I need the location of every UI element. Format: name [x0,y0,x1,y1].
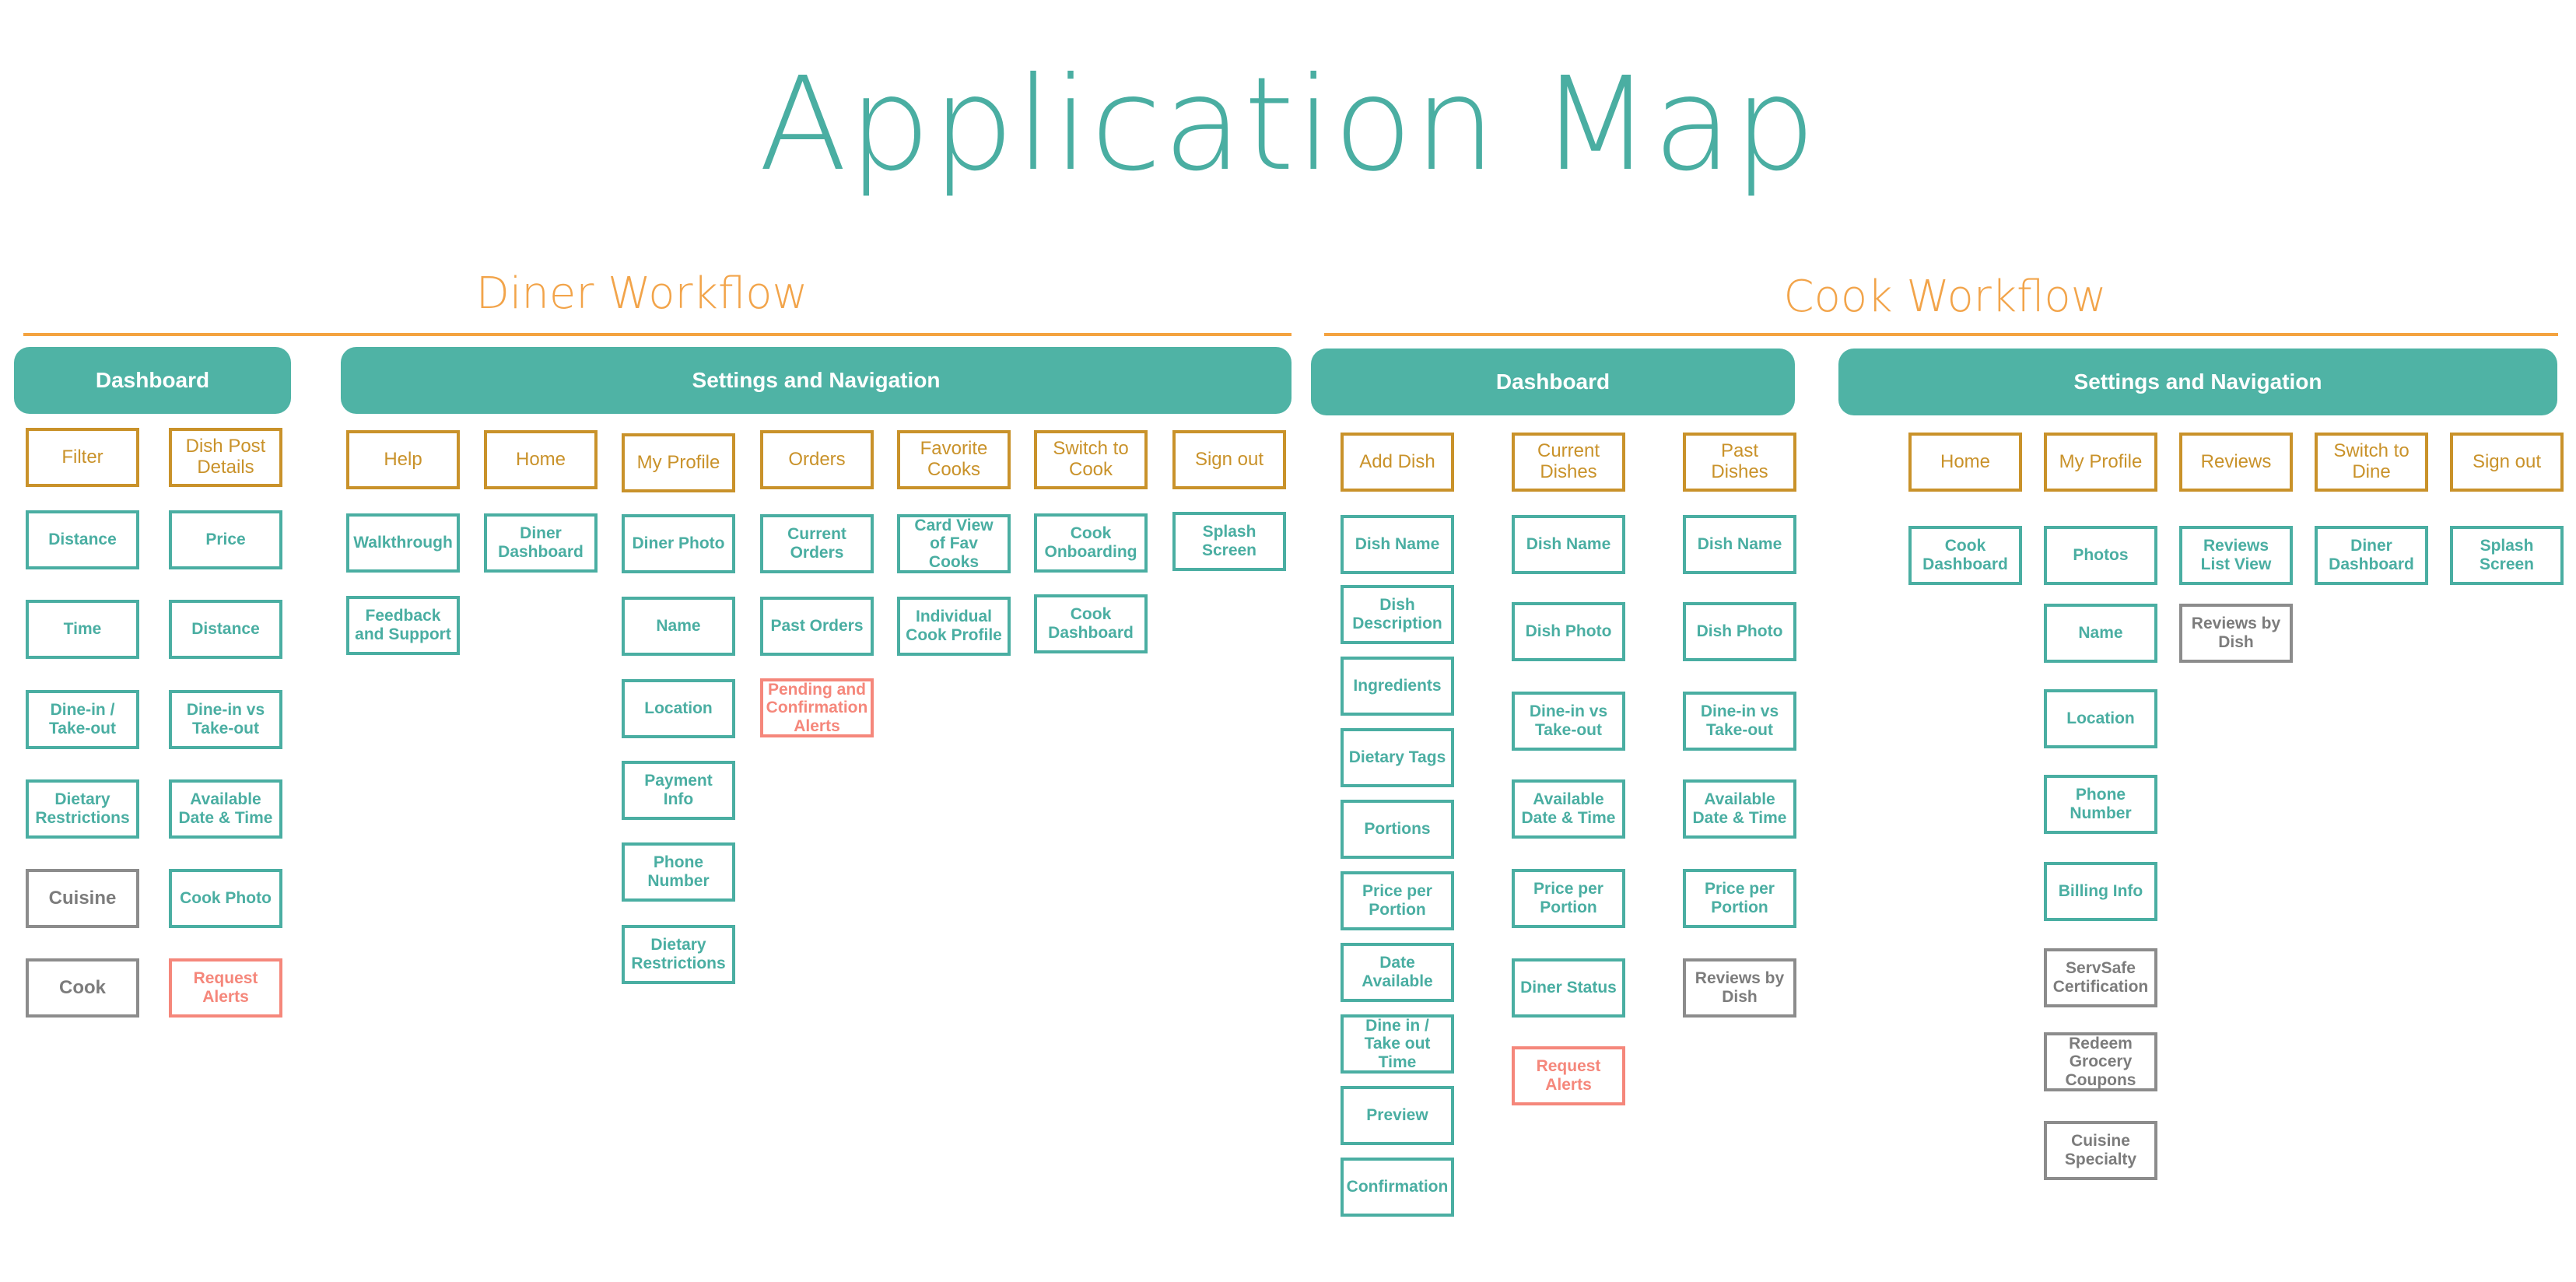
node-name[interactable]: Name [622,597,735,656]
node-available-date-time[interactable]: Available Date & Time [1683,779,1796,839]
node-dish-photo[interactable]: Dish Photo [1683,602,1796,661]
diner-workflow-divider [23,333,1292,336]
cook-workflow-divider [1324,333,2558,336]
node-price-per-portion[interactable]: Price per Portion [1512,869,1625,928]
node-past-dishes[interactable]: Past Dishes [1683,433,1796,492]
node-feedback-and-support[interactable]: Feedback and Support [346,596,460,655]
node-switch-to-cook[interactable]: Switch to Cook [1034,430,1148,489]
cook-dashboard-header[interactable]: Dashboard [1311,349,1795,415]
node-orders[interactable]: Orders [760,430,874,489]
node-portions[interactable]: Portions [1341,800,1454,859]
node-home[interactable]: Home [1908,433,2022,492]
node-card-view-of-fav-cooks[interactable]: Card View of Fav Cooks [897,514,1011,573]
page-title: Application Map [759,50,1817,200]
node-dine-in-vs-take-out[interactable]: Dine-in vs Take-out [169,690,282,749]
node-past-orders[interactable]: Past Orders [760,597,874,656]
diner-settings-header[interactable]: Settings and Navigation [341,347,1292,414]
node-cook-dashboard[interactable]: Cook Dashboard [1908,526,2022,585]
node-home[interactable]: Home [484,430,598,489]
node-dine-in-take-out[interactable]: Dine-in / Take-out [26,690,139,749]
node-location[interactable]: Location [2044,689,2157,748]
node-switch-to-dine[interactable]: Switch to Dine [2315,433,2428,492]
cook-settings-header[interactable]: Settings and Navigation [1838,349,2557,415]
node-splash-screen[interactable]: Splash Screen [1172,512,1286,571]
node-dietary-restrictions[interactable]: Dietary Restrictions [622,925,735,984]
node-splash-screen[interactable]: Splash Screen [2450,526,2564,585]
node-favorite-cooks[interactable]: Favorite Cooks [897,430,1011,489]
node-phone-number[interactable]: Phone Number [622,842,735,902]
node-confirmation[interactable]: Confirmation [1341,1158,1454,1217]
node-reviews-by-dish[interactable]: Reviews by Dish [1683,958,1796,1018]
node-help[interactable]: Help [346,430,460,489]
node-cuisine-specialty[interactable]: Cuisine Specialty [2044,1121,2157,1180]
node-sign-out[interactable]: Sign out [2450,433,2564,492]
cook-workflow-title: Cook Workflow [1783,271,2107,322]
node-ingredients[interactable]: Ingredients [1341,657,1454,716]
node-cook-dashboard[interactable]: Cook Dashboard [1034,594,1148,653]
node-redeem-grocery-coupons[interactable]: Redeem Grocery Coupons [2044,1032,2157,1091]
node-cook-photo[interactable]: Cook Photo [169,869,282,928]
node-diner-dashboard[interactable]: Diner Dashboard [2315,526,2428,585]
diner-workflow-title: Diner Workflow [475,268,808,319]
node-sign-out[interactable]: Sign out [1172,430,1286,489]
node-price[interactable]: Price [169,510,282,569]
node-diner-status[interactable]: Diner Status [1512,958,1625,1018]
node-date-available[interactable]: Date Available [1341,943,1454,1002]
node-my-profile[interactable]: My Profile [622,433,735,492]
node-request-alerts[interactable]: Request Alerts [169,958,282,1018]
node-diner-photo[interactable]: Diner Photo [622,514,735,573]
node-dine-in-vs-take-out[interactable]: Dine-in vs Take-out [1683,692,1796,751]
node-diner-dashboard[interactable]: Diner Dashboard [484,513,598,573]
node-name[interactable]: Name [2044,604,2157,663]
node-reviews[interactable]: Reviews [2179,433,2293,492]
node-add-dish[interactable]: Add Dish [1341,433,1454,492]
node-dietary-tags[interactable]: Dietary Tags [1341,728,1454,787]
node-dish-description[interactable]: Dish Description [1341,585,1454,644]
node-payment-info[interactable]: Payment Info [622,761,735,820]
node-time[interactable]: Time [26,600,139,659]
node-photos[interactable]: Photos [2044,526,2157,585]
node-dine-in-vs-take-out[interactable]: Dine-in vs Take-out [1512,692,1625,751]
node-available-date-time[interactable]: Available Date & Time [169,779,282,839]
node-dish-name[interactable]: Dish Name [1341,515,1454,574]
node-reviews-by-dish[interactable]: Reviews by Dish [2179,604,2293,663]
node-cook[interactable]: Cook [26,958,139,1018]
node-dish-name[interactable]: Dish Name [1683,515,1796,574]
node-dietary-restrictions[interactable]: Dietary Restrictions [26,779,139,839]
node-walkthrough[interactable]: Walkthrough [346,513,460,573]
diner-dashboard-header[interactable]: Dashboard [14,347,291,414]
node-distance[interactable]: Distance [26,510,139,569]
node-pending-and-confirmation-alerts[interactable]: Pending and Confirmation Alerts [760,678,874,737]
node-preview[interactable]: Preview [1341,1086,1454,1145]
node-dish-name[interactable]: Dish Name [1512,515,1625,574]
node-dine-in-take-out-time[interactable]: Dine in / Take out Time [1341,1014,1454,1074]
node-servsafe-certification[interactable]: ServSafe Certification [2044,948,2157,1007]
node-current-dishes[interactable]: Current Dishes [1512,433,1625,492]
node-individual-cook-profile[interactable]: Individual Cook Profile [897,597,1011,656]
node-location[interactable]: Location [622,679,735,738]
node-available-date-time[interactable]: Available Date & Time [1512,779,1625,839]
node-distance[interactable]: Distance [169,600,282,659]
node-my-profile[interactable]: My Profile [2044,433,2157,492]
node-price-per-portion[interactable]: Price per Portion [1341,871,1454,930]
node-request-alerts[interactable]: Request Alerts [1512,1046,1625,1105]
node-dish-post-details[interactable]: Dish Post Details [169,428,282,487]
node-dish-photo[interactable]: Dish Photo [1512,602,1625,661]
node-filter[interactable]: Filter [26,428,139,487]
node-reviews-list-view[interactable]: Reviews List View [2179,526,2293,585]
node-billing-info[interactable]: Billing Info [2044,862,2157,921]
node-current-orders[interactable]: Current Orders [760,514,874,573]
node-phone-number[interactable]: Phone Number [2044,775,2157,834]
node-cook-onboarding[interactable]: Cook Onboarding [1034,513,1148,573]
node-price-per-portion[interactable]: Price per Portion [1683,869,1796,928]
node-cuisine[interactable]: Cuisine [26,869,139,928]
